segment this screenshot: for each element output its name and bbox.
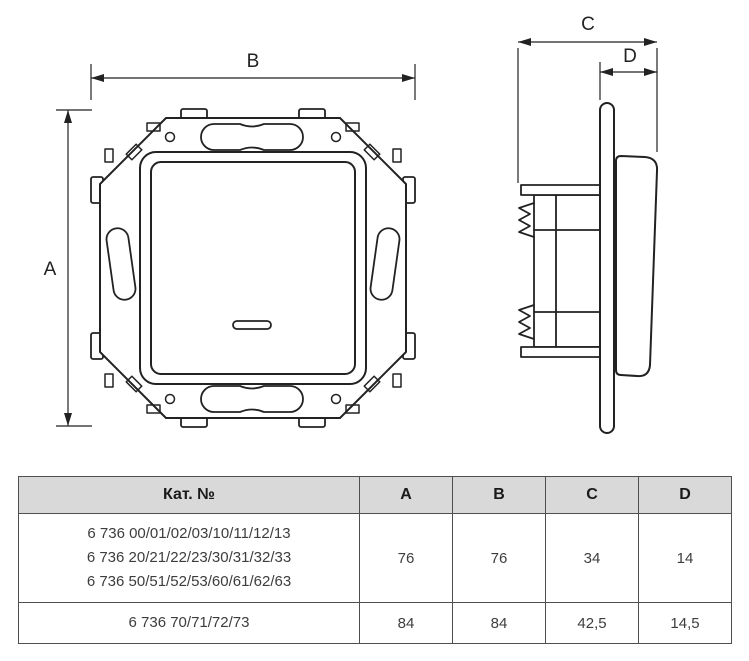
catalog-line: 6 736 70/71/72/73 — [128, 614, 250, 631]
edge-slots — [104, 122, 402, 414]
claw-top — [518, 202, 535, 238]
dim-label-d: D — [623, 46, 637, 67]
dimension-d: D — [599, 46, 657, 100]
rocker-button — [150, 161, 356, 375]
mechanism — [518, 184, 601, 358]
indicator-window — [232, 320, 272, 330]
value-a: 76 — [359, 513, 453, 603]
side-view — [518, 102, 659, 434]
dimensions-table: Кат. № A B C D 6 736 00/01/02/03/10/11/1… — [18, 476, 732, 644]
screw-holes — [164, 131, 342, 405]
table-row: 6 736 70/71/72/73 84 84 42,5 14,5 — [18, 602, 732, 644]
catalog-line: 6 736 20/21/22/23/30/31/32/33 — [86, 549, 292, 566]
kidney-holes — [105, 123, 401, 413]
header-dim-b: B — [452, 476, 546, 514]
dimension-c: C — [517, 14, 658, 183]
value-d: 14 — [638, 513, 732, 603]
corner-slots — [125, 143, 381, 393]
value-c: 42,5 — [545, 602, 639, 644]
catalog-line: 6 736 50/51/52/53/60/61/62/63 — [86, 573, 292, 590]
dimension-b: B — [90, 51, 416, 100]
technical-drawing: B A C D — [44, 14, 659, 434]
dim-label-a: A — [44, 259, 57, 280]
dim-label-c: C — [581, 14, 595, 35]
dim-label-b: B — [247, 51, 260, 72]
value-a: 84 — [359, 602, 453, 644]
value-d: 14,5 — [638, 602, 732, 644]
value-b: 76 — [452, 513, 546, 603]
header-catalog: Кат. № — [18, 476, 360, 514]
header-dim-d: D — [638, 476, 732, 514]
catalog-numbers-cell: 6 736 00/01/02/03/10/11/12/13 6 736 20/2… — [18, 513, 360, 603]
catalog-numbers-cell: 6 736 70/71/72/73 — [18, 602, 360, 644]
table-header-row: Кат. № A B C D — [18, 476, 732, 514]
value-c: 34 — [545, 513, 639, 603]
claw-bottom — [518, 304, 535, 340]
front-view — [90, 108, 416, 428]
catalog-line: 6 736 00/01/02/03/10/11/12/13 — [87, 525, 291, 542]
dimensions: B A C D — [44, 14, 658, 427]
header-dim-c: C — [545, 476, 639, 514]
table-row: 6 736 00/01/02/03/10/11/12/13 6 736 20/2… — [18, 513, 732, 603]
header-dim-a: A — [359, 476, 453, 514]
value-b: 84 — [452, 602, 546, 644]
rocker-side — [615, 155, 659, 378]
dimension-a: A — [44, 109, 92, 427]
frame-plate-side — [599, 102, 615, 434]
